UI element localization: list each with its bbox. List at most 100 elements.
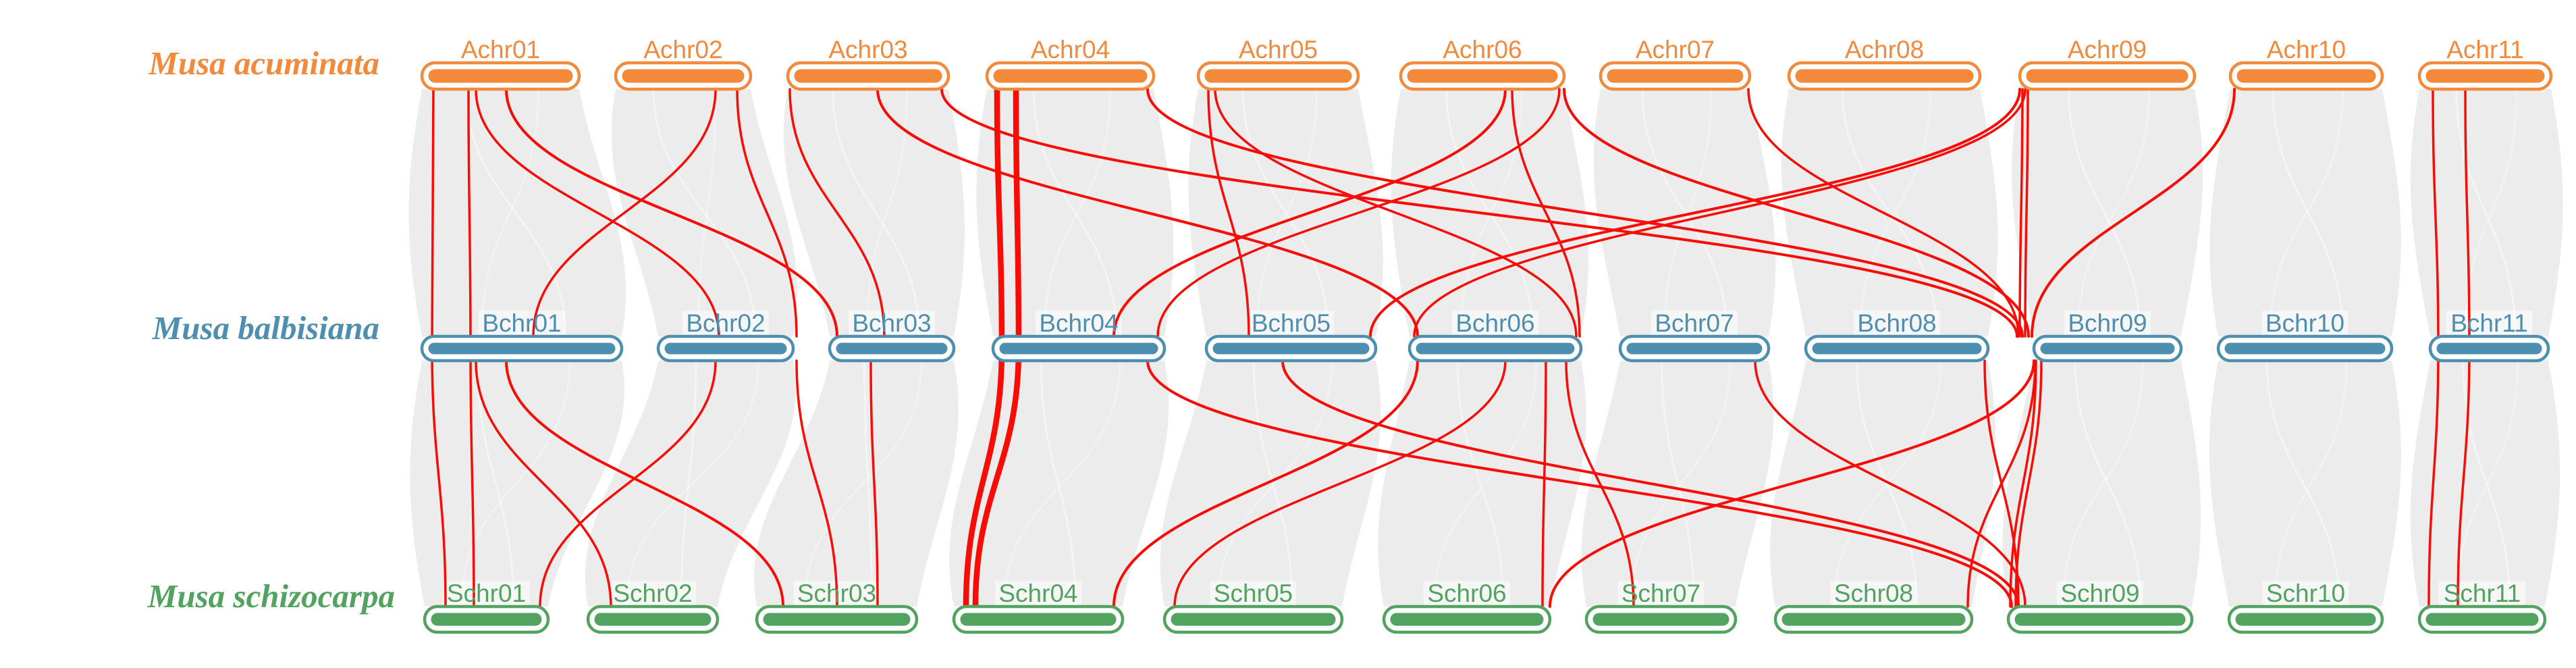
chromosome-bar [2425,613,2539,626]
chromosome-label-bg [1027,37,1114,63]
chromosome-bar [993,69,1148,83]
translocation-link [2427,347,2440,608]
ribbon-Achr03-Bchr03 [783,89,965,336]
ribbon-streak [1856,360,1918,607]
chromosome-Achr05 [1196,61,1360,91]
chromosome-label: Achr06 [1443,36,1522,63]
translocation-link [1413,88,2027,338]
translocation-link [1207,88,1250,338]
chromosome-bar [1626,342,1763,355]
ribbon-Bchr06-Schr06 [1378,361,1586,607]
translocation-link [2432,88,2440,350]
chromosome-bar [1812,342,1982,355]
ribbon-streak [1663,88,1712,337]
ribbon-Bchr08-Schr08 [1770,361,1996,607]
chromosome-label-bg [995,581,1081,607]
chromosome-label: Schr03 [797,580,876,607]
translocation-link [2018,88,2024,338]
chromosome-label-bg [610,581,696,607]
chromosome-label-bg [2064,311,2151,337]
chromosome-label: Bchr06 [1455,309,1534,337]
ribbon-streak [1859,88,1931,337]
ribbon-Bchr03-Schr03 [753,361,959,607]
chromosome-Achr07 [1599,61,1752,91]
chromosome-Achr08 [1787,61,1982,91]
ribbon-streak [1833,360,1942,607]
chromosome-Achr09 [2018,61,2197,91]
chromosome-Bchr03 [828,334,956,363]
chromosome-bar [2425,69,2545,83]
chromosome-label-bg [849,311,935,337]
chromosome-bar [2026,69,2189,83]
chromosome-label-bg [2262,581,2349,607]
chromosome-Achr03 [786,61,950,91]
chromosome-bar [1171,613,1336,626]
chromosome-bar [1592,613,1729,626]
translocation-link [869,359,879,608]
ribbon-Achr11-Bchr11 [2410,89,2563,336]
ribbon-Bchr04-Schr04 [949,361,1169,607]
translocation-link [1983,359,2020,608]
translocation-link [469,347,475,608]
translocation-link [963,345,1005,610]
chromosome-Schr03 [755,605,919,634]
ribbon-streak [652,88,757,337]
chromosome-label-bg [825,37,911,63]
chromosome-Bchr07 [1618,334,1771,363]
chromosome-label-bg [1036,311,1122,337]
translocation-links [431,86,2471,610]
translocation-link [972,345,1022,610]
chromosome-bar [2436,342,2542,355]
ribbon-Achr10-Bchr10 [2209,89,2401,336]
translocation-link [788,88,886,338]
ribbon-streak [1661,360,1695,607]
ribbon-streak [1459,88,1523,337]
translocation-link [1541,359,1547,608]
ribbon-streak [1641,88,1728,337]
translocation-link [505,88,838,338]
chromosome-label: Achr04 [1031,36,1110,63]
ribbon-Achr02-Bchr02 [611,89,798,336]
label-backgrounds [443,37,2533,607]
chromosome-bar [664,342,787,355]
ribbon-streak [2077,88,2150,337]
ribbon-streak [2456,360,2519,607]
chromosome-label-bg [640,37,726,63]
chromosome-Bchr04 [991,334,1166,363]
translocation-link [505,359,784,608]
chromosome-label: Achr08 [1845,36,1924,63]
chromosome-bar [2014,613,2186,626]
ribbon-Achr01-Bchr01 [408,89,626,336]
chromosome-label-bg [1830,581,1917,607]
ribbon-streak [2074,360,2142,607]
ribbon-Achr07-Bchr07 [1593,89,1776,336]
chromosome-label: Achr03 [828,36,907,63]
chromosome-label-bg [1841,37,1928,63]
ribbon-streak [1432,360,1538,607]
translocation-link [795,359,838,608]
ribbon-Bchr09-Schr09 [2002,361,2201,607]
translocation-link [1156,88,1561,338]
translocation-link [532,88,717,338]
chromosome-Bchr08 [1804,334,1990,363]
ribbon-streak [2265,360,2340,607]
chromosome-bar [1204,69,1352,83]
chromosome-label-bg [1424,581,1510,607]
ribbon-streak [1003,360,1121,607]
chromosome-label: Schr10 [2266,580,2345,607]
chromosome-label: Achr11 [2446,36,2524,63]
ribbon-streak [1252,360,1293,607]
chromosome-label: Bchr08 [1857,309,1936,337]
chromosome-label: Bchr11 [2450,309,2528,337]
translocation-link [475,359,612,608]
chromosome-label: Bchr10 [2265,309,2344,337]
chromosome-Schr04 [952,605,1125,634]
chromosome-bar [2040,342,2175,355]
ribbon-Bchr07-Schr07 [1581,361,1774,607]
chromosome-bar [428,69,573,83]
chromosome-label-bg [1210,581,1297,607]
translocation-link [2457,347,2471,608]
chromosome-label-bg [1632,37,1719,63]
chromosome-Achr02 [614,61,753,91]
